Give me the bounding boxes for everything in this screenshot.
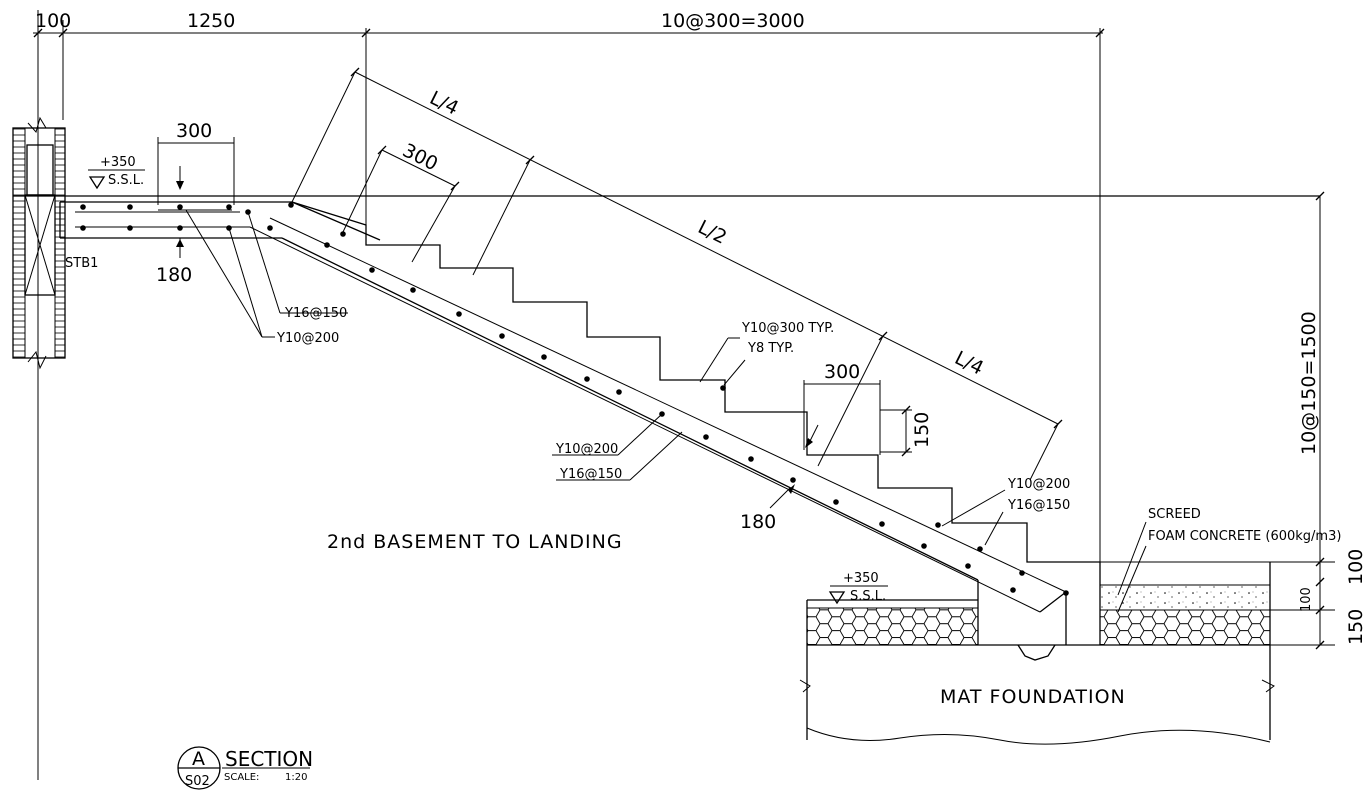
top-dimension-chain: 100 1250 10@300=3000 [33, 10, 1105, 780]
slope-l2: L/2 [694, 216, 730, 249]
dim-tread-300-lower: 300 [803, 361, 881, 455]
rebar-y8-typ: Y8 TYP. [747, 341, 794, 356]
rebar-landing-bottom: Y10@200 [276, 331, 339, 346]
rebar-waist-bottom: Y16@150 [559, 467, 622, 482]
rebar-lower-top: Y10@200 [1007, 477, 1070, 492]
dim-riser-150: 150 [880, 405, 933, 457]
level-top: +350 S.S.L. [88, 155, 145, 190]
level-top-ref: S.S.L. [108, 173, 144, 188]
dim-treads-3000: 10@300=3000 [661, 10, 805, 32]
dim-text-180-landing: 180 [156, 264, 192, 286]
landing-rebar-dots [80, 202, 294, 231]
finish-labels: SCREED FOAM CONCRETE (600kg/m3) [1117, 507, 1341, 613]
stair-steps [291, 201, 1101, 645]
dim-screed-100-inner: 100 [1299, 587, 1314, 612]
level-top-value: +350 [100, 155, 136, 170]
dim-landing-1250: 1250 [187, 10, 235, 32]
dim-text-300-lower: 300 [824, 361, 860, 383]
slope-dimensions: L/4 L/2 L/4 [291, 67, 1063, 481]
dim-screed-100: 100 [1345, 549, 1365, 585]
dim-text-150-riser: 150 [911, 412, 933, 448]
dim-top-landing-300: 300 [157, 120, 235, 205]
rebar-leaders: Y16@150 Y10@200 Y10@300 TYP. Y8 TYP. Y10… [185, 209, 1070, 546]
stair-waist-slab [249, 217, 1067, 645]
top-landing-slab [13, 195, 1320, 239]
dim-waist-180: 180 [740, 484, 795, 533]
label-mat-foundation: MAT FOUNDATION [940, 686, 1126, 708]
section-tag: A S02 SECTION SCALE: 1:20 [177, 746, 313, 790]
dim-foam-150: 150 [1345, 609, 1365, 645]
dim-risers-1500: 10@150=1500 [1298, 311, 1320, 455]
slope-l4-lower: L/4 [951, 347, 987, 380]
rebar-lower-bottom: Y16@150 [1007, 498, 1070, 513]
rebar-step-typ: Y10@300 TYP. [741, 321, 834, 336]
wall-stb1: STB1 [12, 116, 98, 370]
level-bottom: +350 S.S.L. [828, 571, 888, 605]
dim-text-180-waist: 180 [740, 511, 776, 533]
rebar-landing-top: Y16@150 [284, 306, 347, 321]
dim-landing-180: 180 [156, 238, 192, 286]
section-letter: A [192, 748, 205, 770]
slope-l4-upper: L/4 [426, 87, 462, 120]
drawing-title: 2nd BASEMENT TO LANDING [327, 531, 623, 553]
rebar-waist-top: Y10@200 [555, 442, 618, 457]
label-foam-concrete: FOAM CONCRETE (600kg/m3) [1148, 529, 1341, 544]
dim-text-300-landing: 300 [176, 120, 212, 142]
section-scale-value: 1:20 [285, 772, 307, 783]
label-screed: SCREED [1148, 507, 1201, 522]
section-sheet: S02 [185, 774, 210, 789]
level-bottom-ref: S.S.L. [850, 589, 886, 604]
dim-text-300-upper: 300 [399, 139, 441, 175]
right-dimensions: 10@150=1500 100 150 100 [1100, 191, 1365, 650]
section-title: SECTION [225, 747, 313, 771]
section-scale-label: SCALE: [224, 772, 259, 783]
level-bottom-value: +350 [843, 571, 879, 586]
dim-tread-300-upper: 300 [342, 139, 460, 263]
bottom-foundation: MAT FOUNDATION [799, 562, 1275, 745]
label-stb1: STB1 [65, 256, 98, 271]
dim-wall-100: 100 [35, 10, 71, 32]
